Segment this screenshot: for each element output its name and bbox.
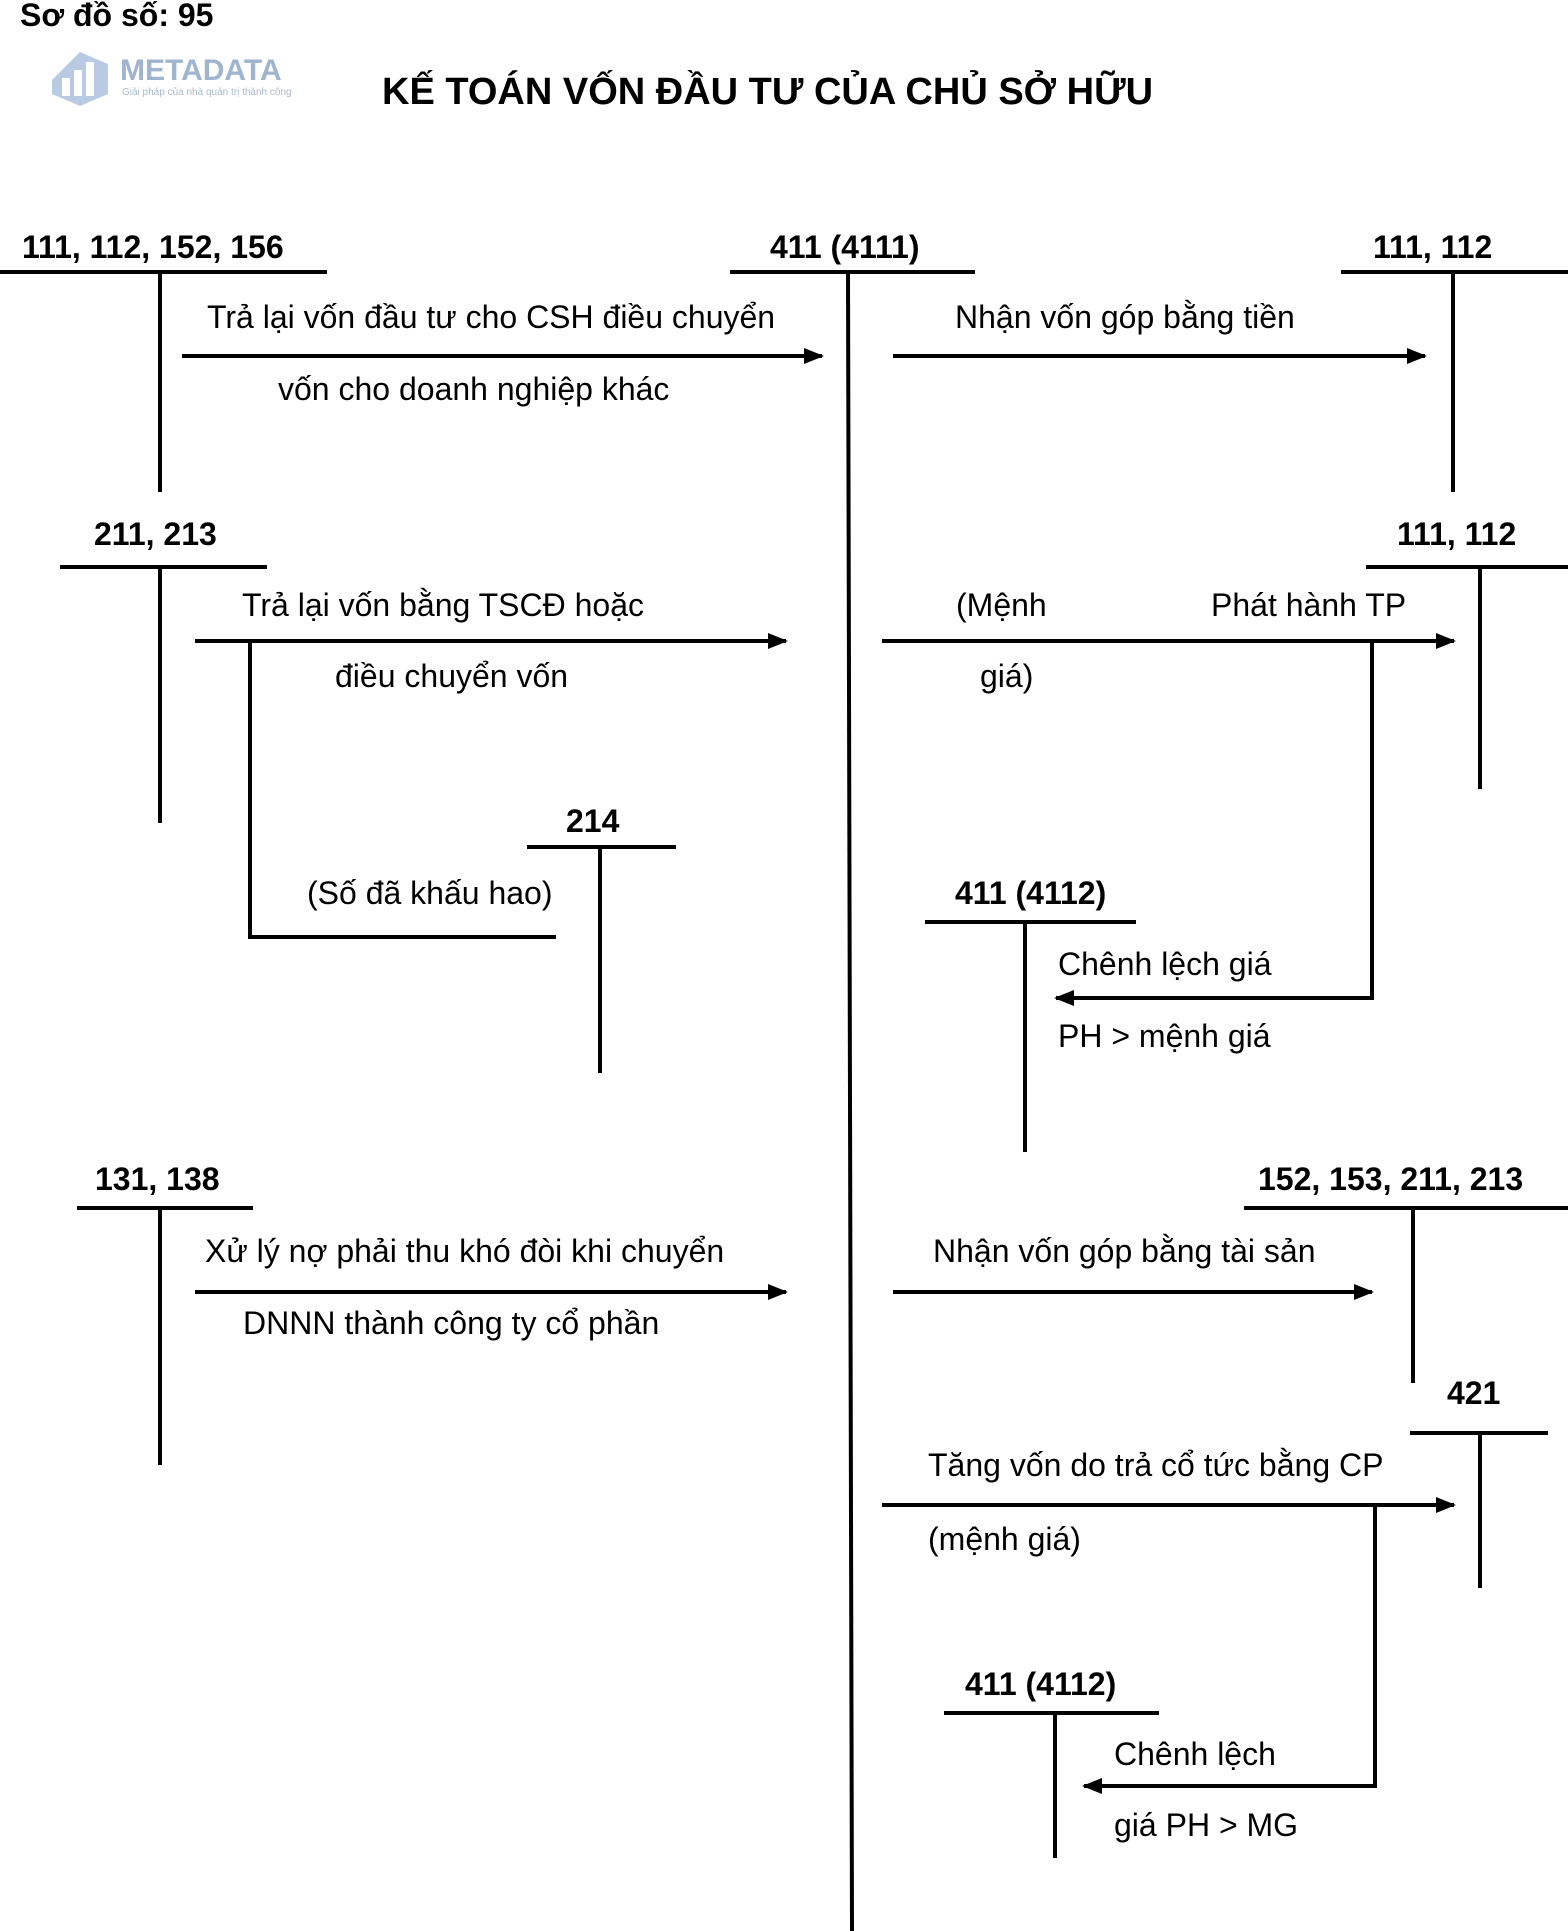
account-411-4111-stem xyxy=(846,271,854,1931)
account-111-112-mid-label: 111, 112 xyxy=(1397,516,1516,552)
flow-premium-arrow xyxy=(1054,641,1374,1006)
flow-return-capital-line1: Trả lại vốn đầu tư cho CSH điều chuyển xyxy=(207,299,775,335)
flow-bad-debt-line1: Xử lý nợ phải thu khó đòi khi chuyển xyxy=(205,1233,724,1269)
account-411-4112-bottom-label: 411 (4112) xyxy=(965,1666,1116,1702)
account-111-112-top-label: 111, 112 xyxy=(1373,229,1492,265)
metadata-logo: METADATA Giải pháp của nhà quản trị thàn… xyxy=(52,52,292,106)
flow-premium2-arrow xyxy=(1082,1505,1377,1794)
flow-premium-line2: PH > mệnh giá xyxy=(1058,1018,1271,1054)
flow-issue-par-line1: (Mệnh xyxy=(956,587,1047,623)
flow-return-capital-line2: vốn cho doanh nghiệp khác xyxy=(278,371,669,407)
flow-issue-shares: Phát hành TP xyxy=(1211,587,1406,623)
account-111-112-152-156-label: 111, 112, 152, 156 xyxy=(22,229,284,265)
flow-depreciation: (Số đã khấu hao) xyxy=(307,875,553,911)
account-421-label: 421 xyxy=(1447,1375,1500,1411)
diagram-number: Sơ đồ số: 95 xyxy=(20,0,213,33)
logo-tagline: Giải pháp của nhà quản trị thành công xyxy=(122,86,292,98)
logo-name: METADATA xyxy=(120,54,282,87)
account-131-138-label: 131, 138 xyxy=(95,1161,220,1197)
account-214-label: 214 xyxy=(566,803,620,839)
account-411-4112-mid-label: 411 (4112) xyxy=(955,875,1106,911)
page-title: KẾ TOÁN VỐN ĐẦU TƯ CỦA CHỦ SỞ HỮU xyxy=(382,68,1153,113)
flow-stock-dividend-line1: Tăng vốn do trả cổ tức bằng CP xyxy=(928,1447,1383,1483)
flow-premium2-line2: giá PH > MG xyxy=(1114,1807,1298,1843)
account-411-4111-label: 411 (4111) xyxy=(770,229,919,265)
flow-cash-contribution: Nhận vốn góp bằng tiền xyxy=(955,299,1295,335)
account-211-213-label: 211, 213 xyxy=(94,516,217,552)
flow-issue-par-line2: giá) xyxy=(980,658,1033,694)
flow-depreciation-connector xyxy=(248,641,556,939)
flow-return-fixed-asset-line2: điều chuyển vốn xyxy=(335,658,568,694)
flow-premium2-line1: Chênh lệch xyxy=(1114,1736,1276,1772)
flow-premium-line1: Chênh lệch giá xyxy=(1058,946,1272,982)
account-152-153-211-213-label: 152, 153, 211, 213 xyxy=(1258,1161,1523,1197)
flow-return-fixed-asset-line1: Trả lại vốn bằng TSCĐ hoặc xyxy=(242,587,644,623)
flow-bad-debt-line2: DNNN thành công ty cổ phần xyxy=(243,1305,659,1341)
flow-asset-contribution: Nhận vốn góp bằng tài sản xyxy=(933,1233,1316,1269)
flow-stock-dividend-line2: (mệnh giá) xyxy=(928,1521,1081,1557)
building-chart-icon xyxy=(52,52,108,106)
